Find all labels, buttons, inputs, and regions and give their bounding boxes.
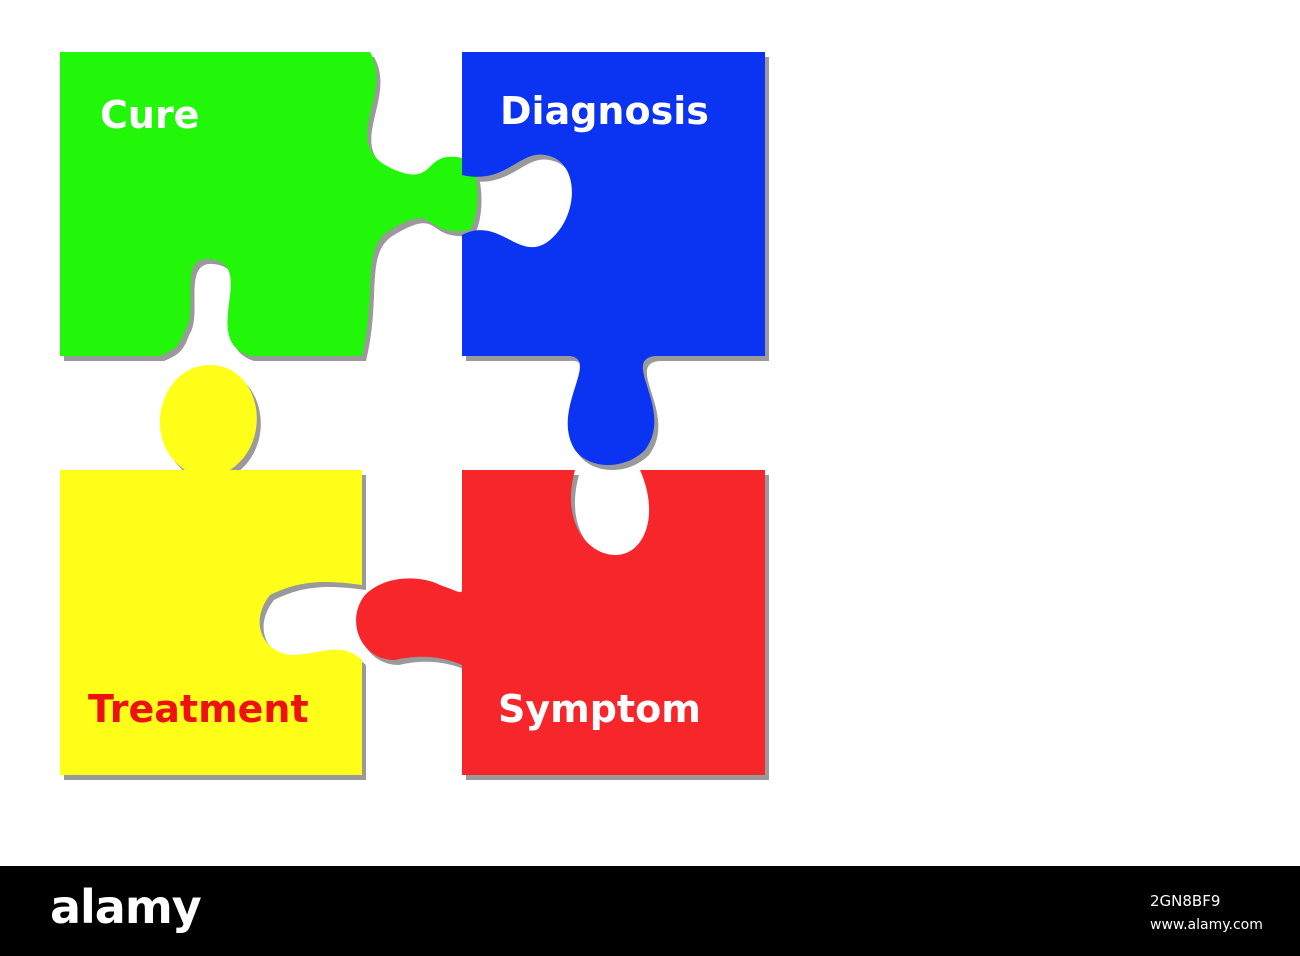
piece-cure: [60, 52, 478, 356]
piece-symptom: [356, 470, 765, 775]
piece-diagnosis: [462, 52, 765, 465]
image-id-text: 2GN8BF9: [1150, 892, 1221, 910]
diagnosis-label: Diagnosis: [500, 89, 709, 133]
watermark-footer: alamy 2GN8BF9 www.alamy.com: [0, 866, 1300, 956]
alamy-logo: alamy: [50, 880, 202, 934]
piece-treatment: [60, 365, 362, 775]
stock-url-text: www.alamy.com: [1150, 917, 1263, 933]
cure-label: Cure: [100, 93, 200, 137]
treatment-label: Treatment: [88, 687, 309, 731]
puzzle-svg: [60, 52, 769, 780]
puzzle-illustration: Cure Diagnosis Treatment Symptom: [60, 52, 769, 780]
symptom-label: Symptom: [498, 687, 701, 731]
